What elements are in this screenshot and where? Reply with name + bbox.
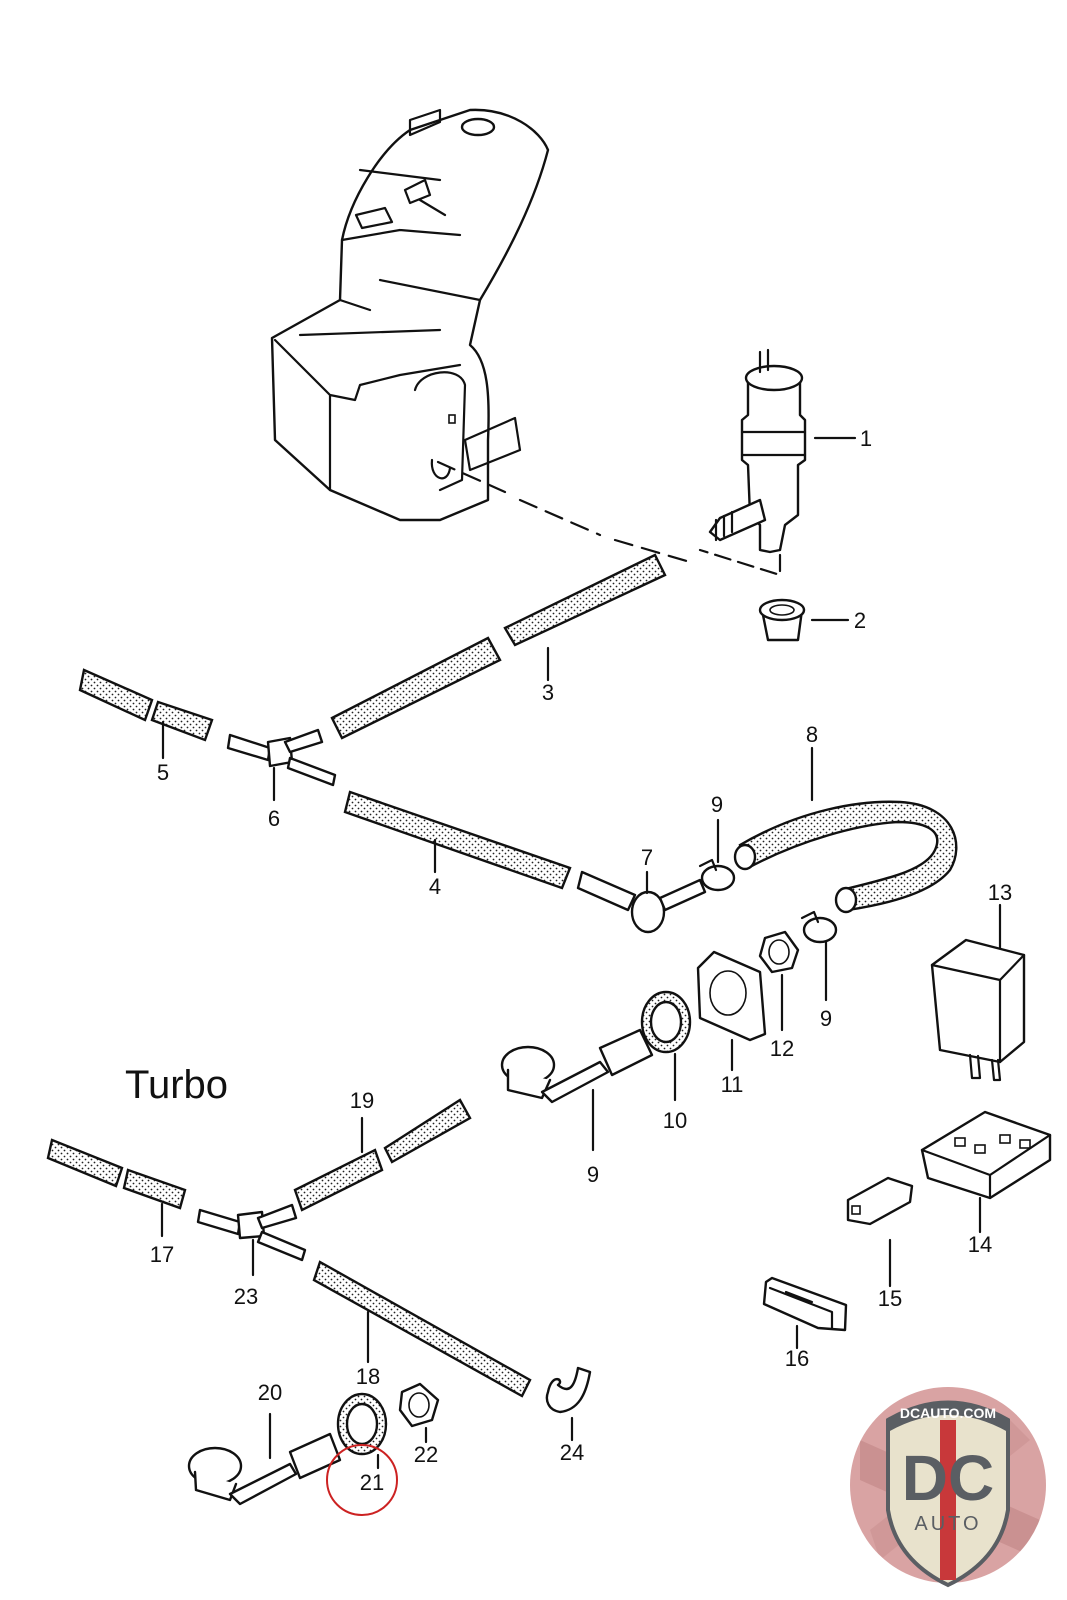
watermark-top-text: DCAUTO.COM [900,1405,996,1421]
section-label-turbo: Turbo [125,1063,228,1107]
callout-14: 13 [988,880,1012,905]
callout-6: 6 [268,806,280,831]
callout-9-upper: 9 [711,792,723,817]
part-16-connector-housing[interactable] [846,1176,914,1226]
callout-2: 2 [854,608,866,633]
callout-15: 14 [968,1232,992,1257]
part-18-hose[interactable] [46,1138,187,1210]
callout-3: 3 [542,680,554,705]
part-25-clip[interactable] [545,1366,592,1414]
part-5-hose[interactable] [78,668,214,742]
callout-8: 8 [806,722,818,747]
part-15-relay-socket[interactable] [920,1110,1052,1200]
part-11-sealing-ring[interactable] [640,990,692,1054]
part-24-t-connector[interactable] [196,1203,307,1262]
part-17-connector-housing[interactable] [762,1276,848,1332]
callout-10: 9 [587,1162,599,1187]
dcauto-watermark-logo: DCAUTO.COM DC AUTO [850,1387,1046,1588]
callout-17: 16 [785,1346,809,1371]
callout-5: 5 [157,760,169,785]
callout-7: 7 [641,845,653,870]
callout-19: 18 [356,1364,380,1389]
part-4-hose[interactable] [343,790,572,890]
part-19-hose[interactable] [312,1260,532,1398]
part-3-hose[interactable] [330,553,667,740]
part-6-t-connector[interactable] [226,728,337,787]
callout-9-lower: 9 [820,1006,832,1031]
callout-1: 1 [860,426,872,451]
callout-18: 17 [150,1242,174,1267]
washer-reservoir [270,108,692,564]
part-22-sealing-ring[interactable] [336,1392,388,1456]
part-14-relay[interactable] [930,938,1026,1082]
highlight-circle-22 [326,1444,398,1516]
watermark-main-text: DC [902,1442,994,1514]
part-20-hose[interactable] [293,1098,472,1212]
callout-23: 22 [414,1442,438,1467]
part-12-mounting-plate[interactable] [696,950,767,1042]
callout-25: 24 [560,1440,584,1465]
part-8-u-hose[interactable] [733,800,958,914]
callout-22: 21 [360,1470,384,1495]
callout-20: 19 [350,1088,374,1113]
callout-11: 10 [663,1108,687,1133]
callout-12: 11 [721,1072,744,1097]
part-21-filler-neck-elbow[interactable] [187,1432,342,1506]
callout-13: 12 [770,1036,794,1061]
callout-24: 23 [234,1284,258,1309]
part-7-check-valve[interactable] [576,870,707,934]
part-9-hose-clamp-lower[interactable] [800,910,838,944]
part-9-hose-clamp[interactable] [698,858,736,892]
part-2-grommet[interactable] [758,598,806,642]
watermark-sub-text: AUTO [914,1513,981,1535]
callout-21: 20 [258,1380,282,1405]
part-13-nut[interactable] [758,930,800,974]
part-1-washer-pump[interactable] [698,348,807,577]
callout-4: 4 [429,874,441,899]
callout-16: 15 [878,1286,902,1311]
part-23-nut[interactable] [398,1382,440,1428]
part-10-filler-neck-elbow[interactable] [500,1028,654,1104]
